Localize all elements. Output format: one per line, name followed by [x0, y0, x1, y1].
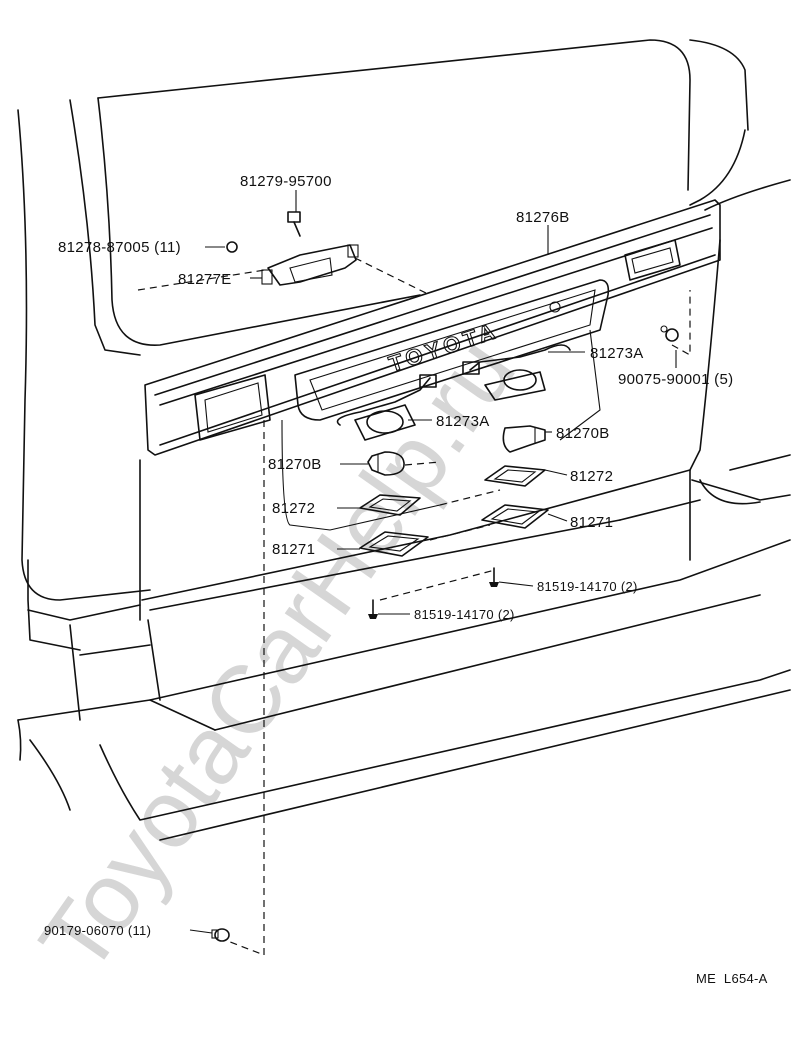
- gasket-81272-left: [359, 494, 421, 516]
- part-label-81270b-left: 81270B: [268, 456, 322, 473]
- clip-90179-06070: [211, 928, 230, 942]
- part-label-81278-87005: 81278-87005 (11): [58, 239, 181, 256]
- screw-81519-right: [489, 567, 499, 587]
- part-label-81272-left: 81272: [272, 500, 315, 517]
- gasket-81272-right: [484, 465, 546, 487]
- clip-90075-90001: [660, 325, 679, 342]
- part-label-81272-right: 81272: [570, 468, 613, 485]
- part-label-81273a-lower: 81273A: [436, 413, 490, 430]
- part-label-81273a-upper: 81273A: [590, 345, 644, 362]
- vehicle-body-outline: [17, 39, 791, 841]
- license-garnish-81276b: [144, 199, 721, 531]
- lens-81271-left: [359, 531, 429, 557]
- part-label-90179-06070: 90179-06070 (11): [44, 923, 151, 938]
- part-label-81276b: 81276B: [516, 209, 570, 226]
- part-label-81271-right: 81271: [570, 514, 613, 531]
- nut-icon: [226, 241, 238, 253]
- leader-lines: [189, 190, 677, 934]
- bolt-81279-95700: [287, 211, 301, 237]
- part-label-81277e: 81277E: [178, 271, 232, 288]
- lens-81271-right: [481, 504, 549, 529]
- screw-81519-left: [368, 599, 378, 619]
- part-label-81279-95700: 81279-95700: [240, 173, 332, 190]
- part-label-81271-left: 81271: [272, 541, 315, 558]
- bulb-81270b-right: [502, 425, 546, 453]
- bracket-81277e: [261, 244, 359, 286]
- assembly-dashed-lines: [137, 257, 691, 956]
- diagram-code: ME L654-A: [696, 971, 768, 986]
- part-label-81519-14170-left: 81519-14170 (2): [414, 607, 515, 622]
- part-label-90075-90001: 90075-90001 (5): [618, 371, 733, 388]
- wire-harness-81273a: [336, 344, 571, 441]
- part-label-81519-14170-right: 81519-14170 (2): [537, 579, 638, 594]
- part-label-81270b-right: 81270B: [556, 425, 610, 442]
- bulb-81270b-left: [367, 451, 405, 476]
